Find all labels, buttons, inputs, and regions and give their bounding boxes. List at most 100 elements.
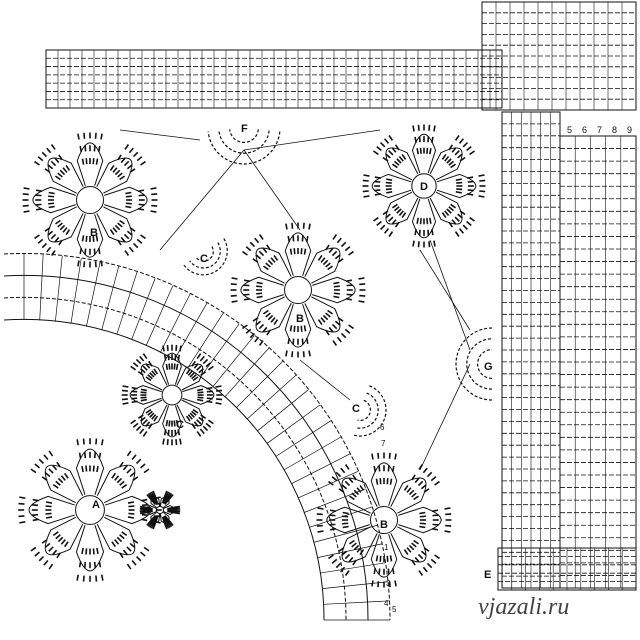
motif-b-top-center: [76, 186, 104, 214]
motif-d-stitch: [454, 150, 460, 156]
motif-b-top-stitch: [126, 230, 133, 236]
motif-a-petal: [75, 448, 105, 495]
band-spoke: [116, 271, 138, 335]
motif-b-lower-stitch: [419, 522, 426, 525]
motif-b-middle-stitch: [301, 235, 304, 242]
motif-b-top-stitch: [85, 158, 88, 165]
motif-b-lower-stitch: [344, 553, 351, 560]
motif-c-left-stitch: [174, 429, 177, 436]
motif-b-middle-stitch: [328, 326, 334, 333]
motif-a-stitch: [128, 512, 135, 515]
motif-b-middle-stitch: [252, 258, 259, 263]
motif-b-lower-stitch: [413, 539, 419, 545]
motif-b-top-stitch: [54, 236, 60, 243]
motif-c-left-stitch: [198, 368, 204, 374]
motif-b-top-stitch: [22, 204, 29, 207]
motif-a-stitch: [96, 465, 99, 473]
motif-b-top-stitch: [126, 164, 133, 170]
motif-d-stitch: [416, 148, 419, 155]
motif-d-stitch: [372, 150, 379, 156]
motif-b-top-stitch: [119, 175, 125, 181]
motif-b-lower-stitch: [359, 485, 365, 491]
motif-a-stitch: [96, 547, 99, 555]
motif-b-lower: [316, 452, 452, 588]
motif-b-top-stitch: [138, 203, 145, 206]
motif-c-left-stitch: [140, 396, 147, 399]
motif-d-stitch: [394, 221, 400, 228]
motif-c-left-stitch: [132, 362, 139, 368]
motif-a-stitch: [82, 438, 85, 445]
motif-b-top-stitch: [93, 248, 96, 255]
motif-c-left-stitch: [207, 419, 214, 425]
motif-b-lower-stitch: [444, 530, 451, 533]
motif-b-middle-petal: [304, 296, 341, 333]
motif-d-stitch: [479, 179, 486, 182]
motif-b-lower-stitch: [430, 476, 437, 482]
motif-small-left-stitch: [152, 490, 156, 497]
band-spoke: [283, 436, 342, 471]
motif-c-left-stitch: [189, 372, 195, 378]
motif-b-middle-stitch: [336, 336, 342, 343]
chain-link: [429, 239, 471, 351]
motif-d-stitch: [462, 141, 469, 148]
motif-b-middle-stitch: [230, 294, 237, 297]
motif-c-left-stitch: [139, 355, 145, 362]
motif-b-middle-stitch: [334, 254, 341, 260]
motif-a-center: [75, 495, 105, 525]
motif-small-left-center: [155, 505, 165, 515]
motif-a-stitch: [38, 458, 45, 465]
motif-a-petal: [28, 495, 75, 525]
motif-d-stitch: [441, 212, 447, 218]
motif-c-left-stitch: [196, 419, 202, 425]
motif-b-top-stitch: [85, 235, 88, 242]
motif-b-lower-stitch: [388, 452, 391, 459]
motif-a-stitch: [98, 561, 102, 568]
motif-b-lower-stitch: [413, 495, 419, 501]
motif-b-top-stitch: [138, 194, 145, 197]
band-spoke: [313, 524, 378, 543]
motif-small-left-stitch: [167, 493, 173, 499]
motif-b-top-stitch: [132, 242, 139, 249]
motif-d-stitch: [467, 193, 474, 196]
motif-b-middle-stitch: [320, 317, 326, 323]
motif-c-top-ring: [195, 246, 214, 262]
chain-link: [159, 149, 245, 251]
motif-b-top-stitch: [150, 210, 157, 213]
motif-c-left-stitch: [167, 429, 170, 436]
band-spoke: [145, 285, 174, 347]
row-number-9: 9: [627, 125, 632, 135]
motif-b-middle-center: [284, 276, 312, 304]
motif-a-stitch: [41, 539, 48, 544]
motif-a-stitch: [116, 477, 123, 484]
motif-d-stitch: [427, 229, 430, 236]
motif-small-left-stitch: [174, 510, 181, 513]
motif-a-stitch: [116, 536, 123, 543]
band-spoke: [323, 600, 390, 605]
motif-b-middle-stitch: [292, 338, 295, 345]
motif-b-top-stitch: [35, 207, 43, 211]
side-number-1: 1: [384, 543, 389, 552]
motif-a-stitch: [48, 546, 54, 552]
band-spoke: [86, 261, 101, 327]
motif-d-stitch: [388, 216, 394, 222]
motif-c-left-stitch: [145, 363, 151, 369]
motif-a-stitch: [132, 476, 139, 481]
motif-b-lower-stitch: [406, 487, 412, 493]
motif-b-middle-stitch: [293, 325, 296, 332]
motif-c-left-stitch: [192, 376, 199, 382]
motif-a-stitch: [56, 461, 61, 468]
motif-b-top-stitch: [125, 202, 132, 205]
motif-d: [362, 124, 486, 248]
motif-b-middle-stitch: [320, 257, 326, 263]
motif-c-left-stitch: [215, 385, 222, 388]
motif-b-top-stitch: [47, 164, 54, 170]
motif-b-middle-stitch: [337, 258, 344, 263]
motif-d-stitch: [379, 141, 386, 148]
motif-a-stitch: [119, 552, 124, 559]
motif-b-lower-stitch: [432, 514, 439, 517]
motif-c-left-stitch: [142, 430, 148, 437]
motif-c-left-stitch: [142, 353, 148, 360]
motif-c-left-stitch: [205, 362, 212, 368]
motif-a-stitch: [56, 552, 61, 559]
